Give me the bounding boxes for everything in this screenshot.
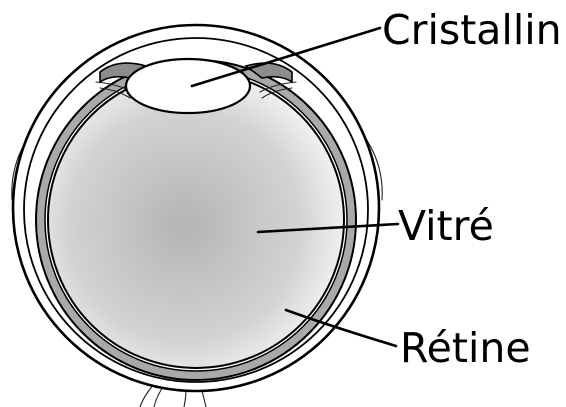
vitreous-body: [48, 72, 344, 368]
label-retina: Rétine: [400, 324, 531, 372]
label-vitreous: Vitré: [398, 202, 494, 250]
label-lens: Cristallin: [382, 6, 562, 54]
lens: [126, 59, 250, 113]
